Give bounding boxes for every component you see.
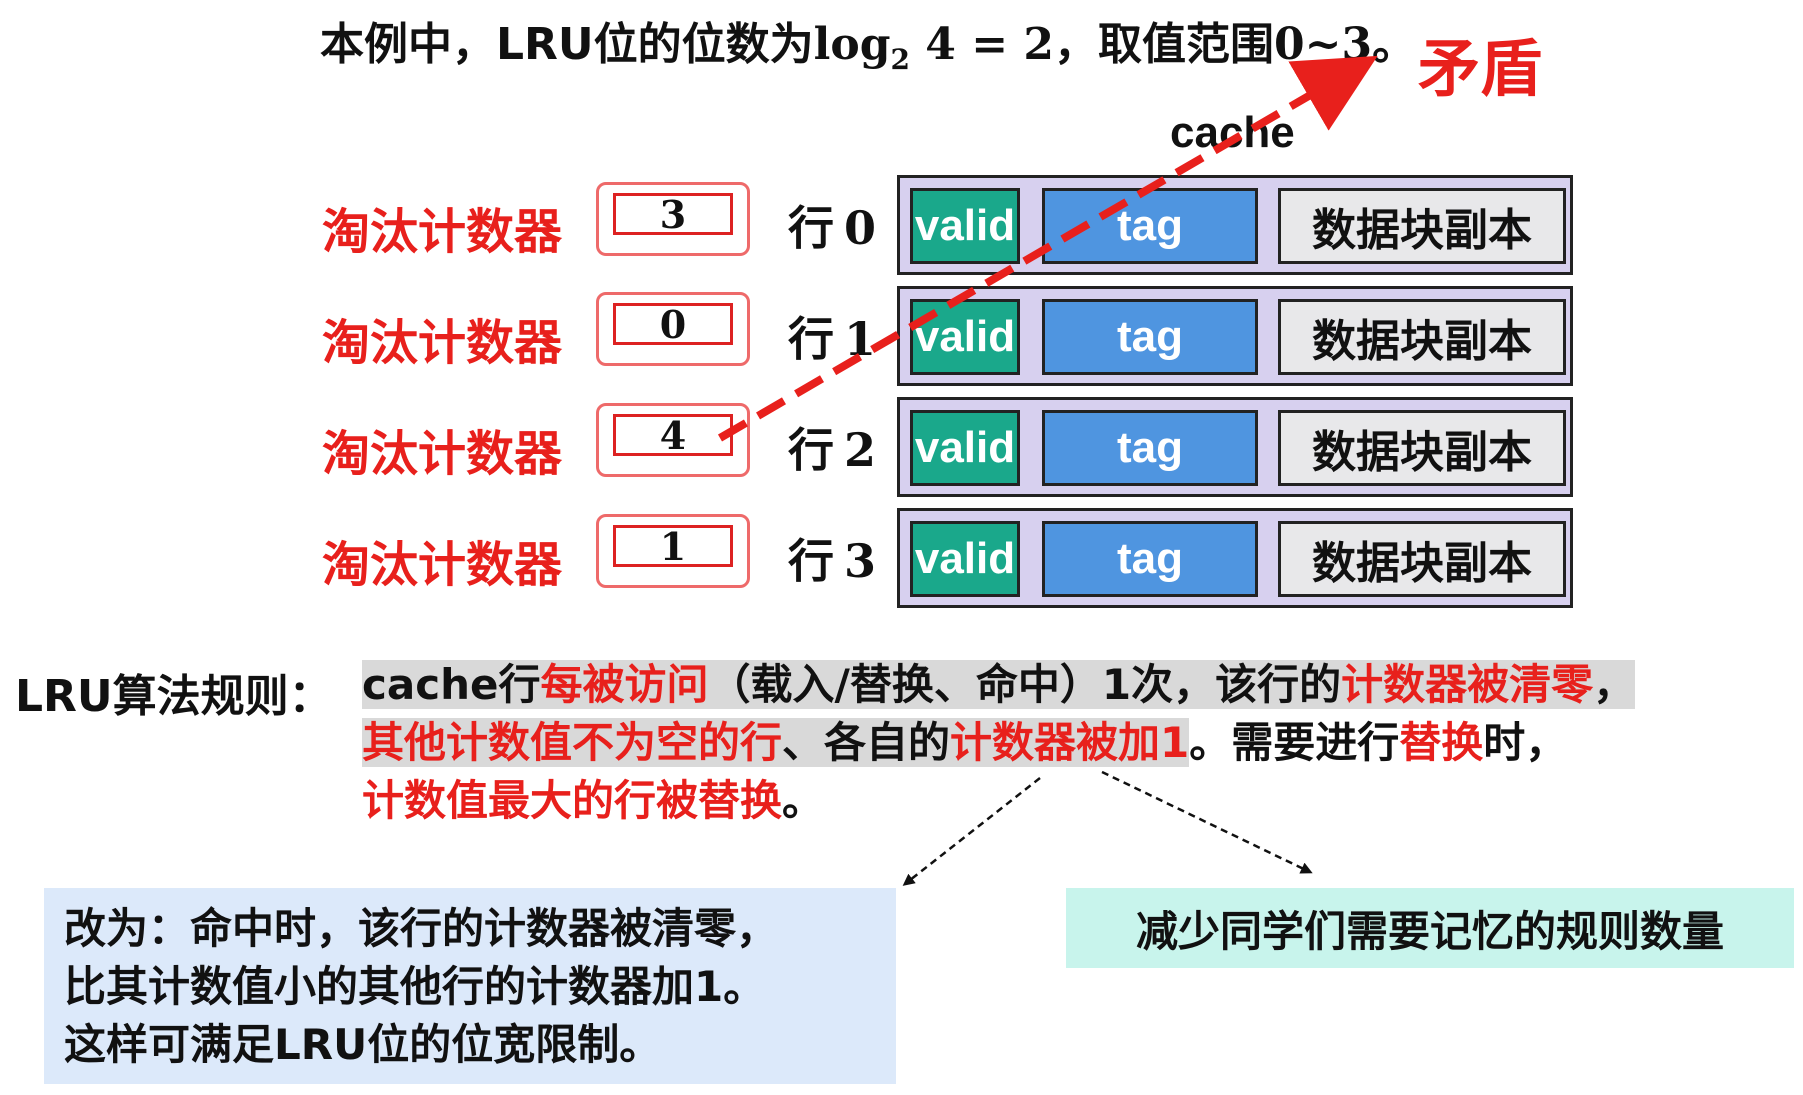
cache-row-0: valid tag 数据块副本 xyxy=(897,175,1573,275)
cache-row-3: valid tag 数据块副本 xyxy=(897,508,1573,608)
tag-field: tag xyxy=(1042,521,1258,597)
rules-label: LRU算法规则： xyxy=(15,671,333,722)
contradiction-label: 矛盾 xyxy=(1418,32,1543,105)
pointer-arrow-left xyxy=(902,777,1041,886)
counter-label-0: 淘汰计数器 xyxy=(322,204,563,260)
contradiction-arrow xyxy=(717,55,1378,442)
data-block-field: 数据块副本 xyxy=(1278,410,1566,486)
note-line-3: 这样可满足LRU位的位宽限制。 xyxy=(64,1020,662,1069)
counter-value-1: 0 xyxy=(613,302,733,347)
counter-label-1: 淘汰计数器 xyxy=(322,315,563,371)
pointer-arrow-right xyxy=(1101,770,1313,874)
tag-field: tag xyxy=(1042,299,1258,375)
cache-row-2: valid tag 数据块副本 xyxy=(897,397,1573,497)
cache-row-1: valid tag 数据块副本 xyxy=(897,286,1573,386)
data-block-field: 数据块副本 xyxy=(1278,299,1566,375)
counter-box-3: 1 xyxy=(596,514,750,588)
data-block-field: 数据块副本 xyxy=(1278,521,1566,597)
note-line-2: 比其计数值小的其他行的计数器加1。 xyxy=(64,962,766,1011)
counter-value-2: 4 xyxy=(613,413,733,458)
counter-box-1: 0 xyxy=(596,292,750,366)
modified-rule-note: 改为：命中时，该行的计数器被清零， 比其计数值小的其他行的计数器加1。 这样可满… xyxy=(44,888,896,1084)
data-block-field: 数据块副本 xyxy=(1278,188,1566,264)
page-title: 本例中，LRU位的位数为log2 4 = 2，取值范围0~3。 xyxy=(320,19,1417,76)
counter-label-2: 淘汰计数器 xyxy=(322,426,563,482)
counter-value-3: 1 xyxy=(613,524,733,569)
note-line-1: 改为：命中时，该行的计数器被清零， xyxy=(64,904,779,953)
valid-field: valid xyxy=(910,188,1020,264)
counter-label-3: 淘汰计数器 xyxy=(322,537,563,593)
rules-text: cache行每被访问（载入/替换、命中）1次，该行的计数器被清零，其他计数值不为… xyxy=(362,660,1636,825)
counter-box-2: 4 xyxy=(596,403,750,477)
log-expression: log2 4 = 2 xyxy=(813,19,1055,76)
reason-note: 减少同学们需要记忆的规则数量 xyxy=(1066,888,1794,968)
valid-field: valid xyxy=(910,521,1020,597)
valid-field: valid xyxy=(910,299,1020,375)
counter-box-0: 3 xyxy=(596,182,750,256)
counter-value-0: 3 xyxy=(613,192,733,237)
tag-field: tag xyxy=(1042,410,1258,486)
valid-field: valid xyxy=(910,410,1020,486)
